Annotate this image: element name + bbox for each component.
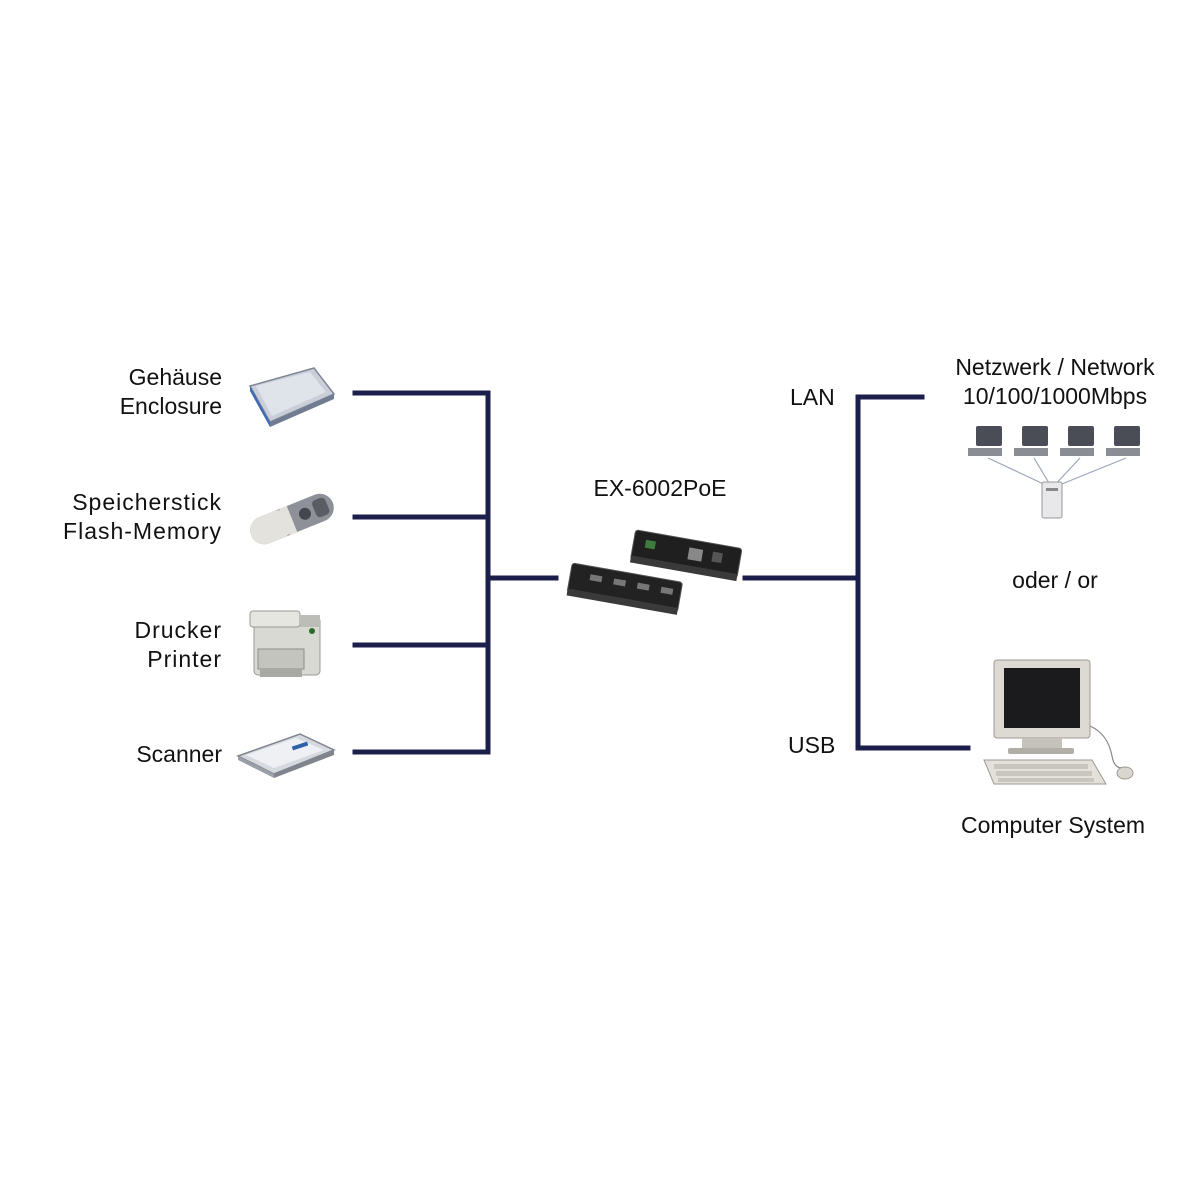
- or-label-text: oder / or: [1012, 567, 1098, 593]
- center-device-name: EX-6002PoE: [593, 475, 727, 501]
- flash-label-en: Flash-Memory: [63, 518, 222, 544]
- flash-memory-label: Speicherstick Flash-Memory: [20, 488, 222, 546]
- network-label: Netzwerk / Network 10/100/1000Mbps: [930, 353, 1180, 411]
- enclosure-icon: [248, 367, 336, 427]
- or-label: oder / or: [980, 566, 1130, 595]
- usb-label: USB: [788, 731, 835, 760]
- computer-label: Computer System: [930, 811, 1176, 840]
- network-label-title: Netzwerk / Network: [955, 354, 1155, 380]
- usb-hub-device-icon: [566, 529, 743, 615]
- flash-memory-icon: [250, 493, 334, 545]
- lan-label: LAN: [790, 383, 835, 412]
- printer-label-en: Printer: [147, 646, 222, 672]
- enclosure-label-de: Gehäuse: [128, 364, 222, 390]
- printer-label: Drucker Printer: [60, 616, 222, 674]
- printer-label-de: Drucker: [134, 617, 222, 643]
- network-computers-icon: [968, 426, 1140, 519]
- desktop-computer-icon: [983, 659, 1134, 785]
- flash-label-de: Speicherstick: [72, 489, 222, 515]
- computer-label-text: Computer System: [960, 812, 1146, 838]
- enclosure-label: Gehäuse Enclosure: [60, 363, 222, 421]
- network-label-speed: 10/100/1000Mbps: [962, 383, 1148, 409]
- scanner-label: Scanner: [60, 740, 222, 769]
- center-device-label: EX-6002PoE: [560, 474, 760, 503]
- lan-label-text: LAN: [790, 384, 835, 410]
- enclosure-label-en: Enclosure: [119, 393, 222, 419]
- scanner-icon: [236, 733, 336, 778]
- scanner-label-text: Scanner: [136, 741, 222, 767]
- usb-label-text: USB: [788, 732, 836, 758]
- printer-icon: [249, 610, 321, 677]
